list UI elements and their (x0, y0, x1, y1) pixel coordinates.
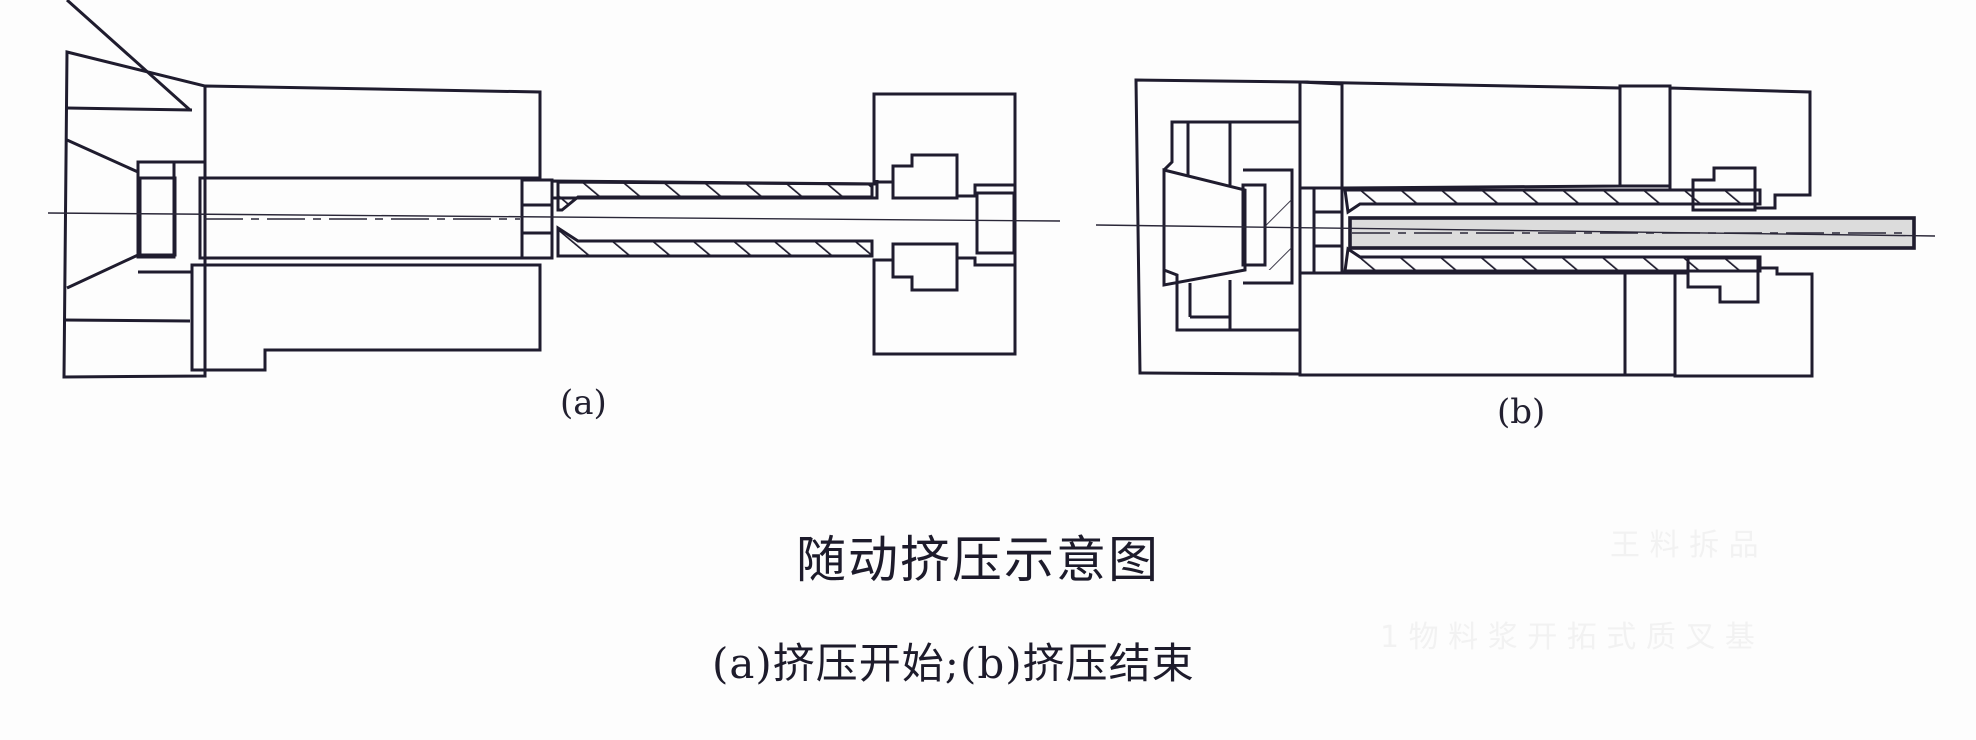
bleed-through-text-1: 王 料 拆 品 (1610, 528, 1759, 563)
die-a (520, 178, 554, 260)
panel-b-drawing (1095, 78, 1936, 378)
container-lower-a (190, 263, 542, 372)
holder-a (872, 92, 1017, 356)
panel-a-label: (a) (560, 383, 607, 423)
panel-b-label: (b) (1497, 392, 1546, 432)
figure-title: 随动挤压示意图 (796, 531, 1160, 589)
figure-caption: (a)挤压开始;(b)挤压结束 (712, 639, 1195, 688)
panel-a-drawing (47, 0, 1061, 379)
billet-a (198, 176, 524, 260)
container-upper-a (203, 84, 542, 180)
bleed-through-text-2: 1 物 料 浆 开 拓 式 质 叉 基 (1380, 620, 1755, 655)
ram-head-a (62, 0, 207, 379)
ram-cone-b (1162, 168, 1247, 287)
